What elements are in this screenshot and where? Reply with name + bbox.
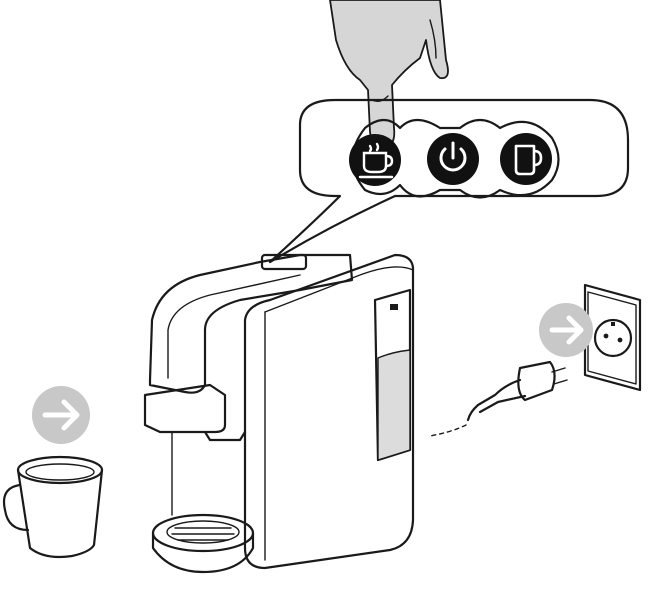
brew-head — [143, 383, 227, 434]
hand-outline — [329, 0, 449, 150]
power-plug — [429, 360, 568, 437]
lever-grip — [260, 253, 308, 271]
arrow-badge-socket — [539, 303, 593, 357]
espresso-button[interactable] — [349, 134, 401, 186]
hand-crease — [429, 19, 437, 59]
coffee-machine — [143, 253, 415, 574]
mug-button[interactable] — [500, 133, 552, 185]
button-panel-outline — [351, 118, 560, 199]
tank-max-mark — [390, 304, 398, 310]
arrow-right-icon — [42, 399, 80, 431]
drip-tray — [151, 513, 255, 574]
arrow-badge-cup — [32, 386, 90, 444]
machine-lever — [148, 253, 354, 394]
control-panel-callout — [268, 98, 630, 264]
machine-body — [243, 253, 415, 570]
power-icon — [439, 141, 467, 172]
power-cord — [466, 378, 522, 422]
hand-illustration — [329, 0, 449, 150]
cord-dashes — [429, 424, 467, 437]
cup-handle — [2, 483, 30, 532]
coffee-cup — [2, 455, 104, 559]
power-button[interactable] — [427, 133, 479, 185]
lever-inner-edge — [167, 274, 301, 379]
wall-socket — [583, 283, 642, 392]
espresso-cup-icon — [358, 142, 394, 179]
body-top-edge — [264, 266, 414, 313]
mug-icon — [514, 144, 543, 176]
arrow-right-icon — [549, 315, 584, 345]
spout — [203, 430, 247, 442]
callout-bubble — [268, 98, 630, 264]
water-level — [377, 349, 411, 461]
